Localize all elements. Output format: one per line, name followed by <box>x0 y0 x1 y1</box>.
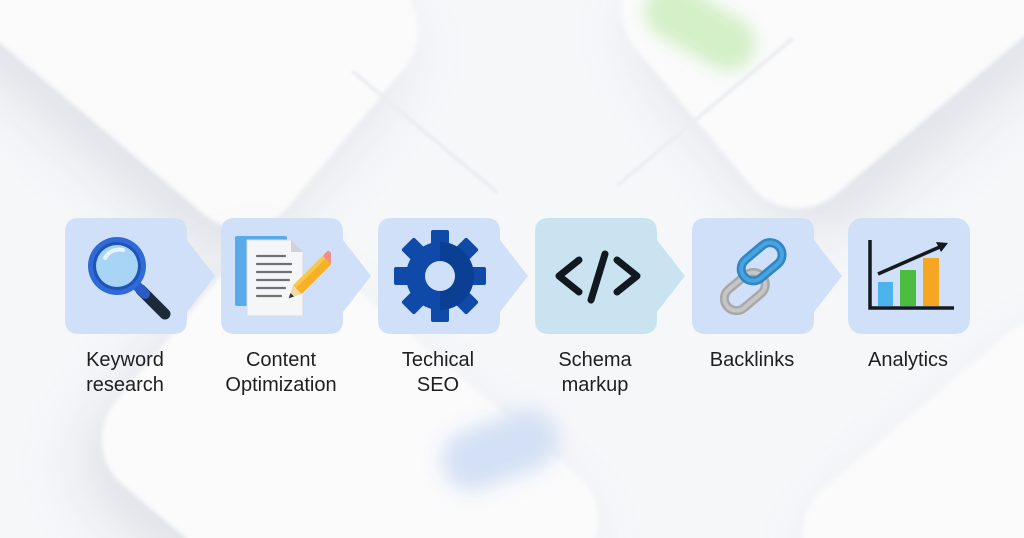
step-label-line1: Content <box>245 349 317 371</box>
step-label: Techical SEO <box>368 348 508 398</box>
step-keyword-research: Keyword research <box>65 218 225 408</box>
step-label-line2: markup <box>561 374 629 396</box>
step-label-line2: SEO <box>416 374 460 396</box>
step-label-line2: Optimization <box>225 374 337 396</box>
bar-chart-trend-icon <box>868 240 954 310</box>
step-card <box>692 218 842 334</box>
step-schema-markup: Schema markup <box>535 218 695 408</box>
step-label: Analytics <box>838 348 978 373</box>
step-card <box>848 218 988 334</box>
step-content-optimization: Content Optimization <box>221 218 381 408</box>
step-label: Schema markup <box>525 348 665 398</box>
document-pencil-icon <box>235 236 331 317</box>
step-label: Backlinks <box>682 348 822 373</box>
step-card <box>221 218 371 334</box>
step-label-line1: Techical <box>401 349 475 371</box>
step-label-line1: Backlinks <box>709 349 795 371</box>
chevron-card-shape <box>535 218 685 334</box>
step-analytics: Analytics <box>848 218 1008 408</box>
chain-link-icon <box>719 238 787 316</box>
step-label-line1: Schema <box>558 349 632 371</box>
step-label-line2: research <box>86 374 164 396</box>
step-backlinks: Backlinks <box>692 218 852 408</box>
step-label-line1: Analytics <box>867 349 949 371</box>
step-label: Keyword research <box>55 348 195 398</box>
step-card <box>65 218 215 334</box>
step-card <box>378 218 528 334</box>
code-brackets-icon <box>555 250 641 304</box>
step-label: Content Optimization <box>211 348 351 398</box>
step-technical-seo: Techical SEO <box>378 218 538 408</box>
step-label-line1: Keyword <box>86 349 164 371</box>
step-card <box>535 218 685 334</box>
gear-icon <box>394 230 486 322</box>
magnifying-glass-icon <box>88 237 171 320</box>
